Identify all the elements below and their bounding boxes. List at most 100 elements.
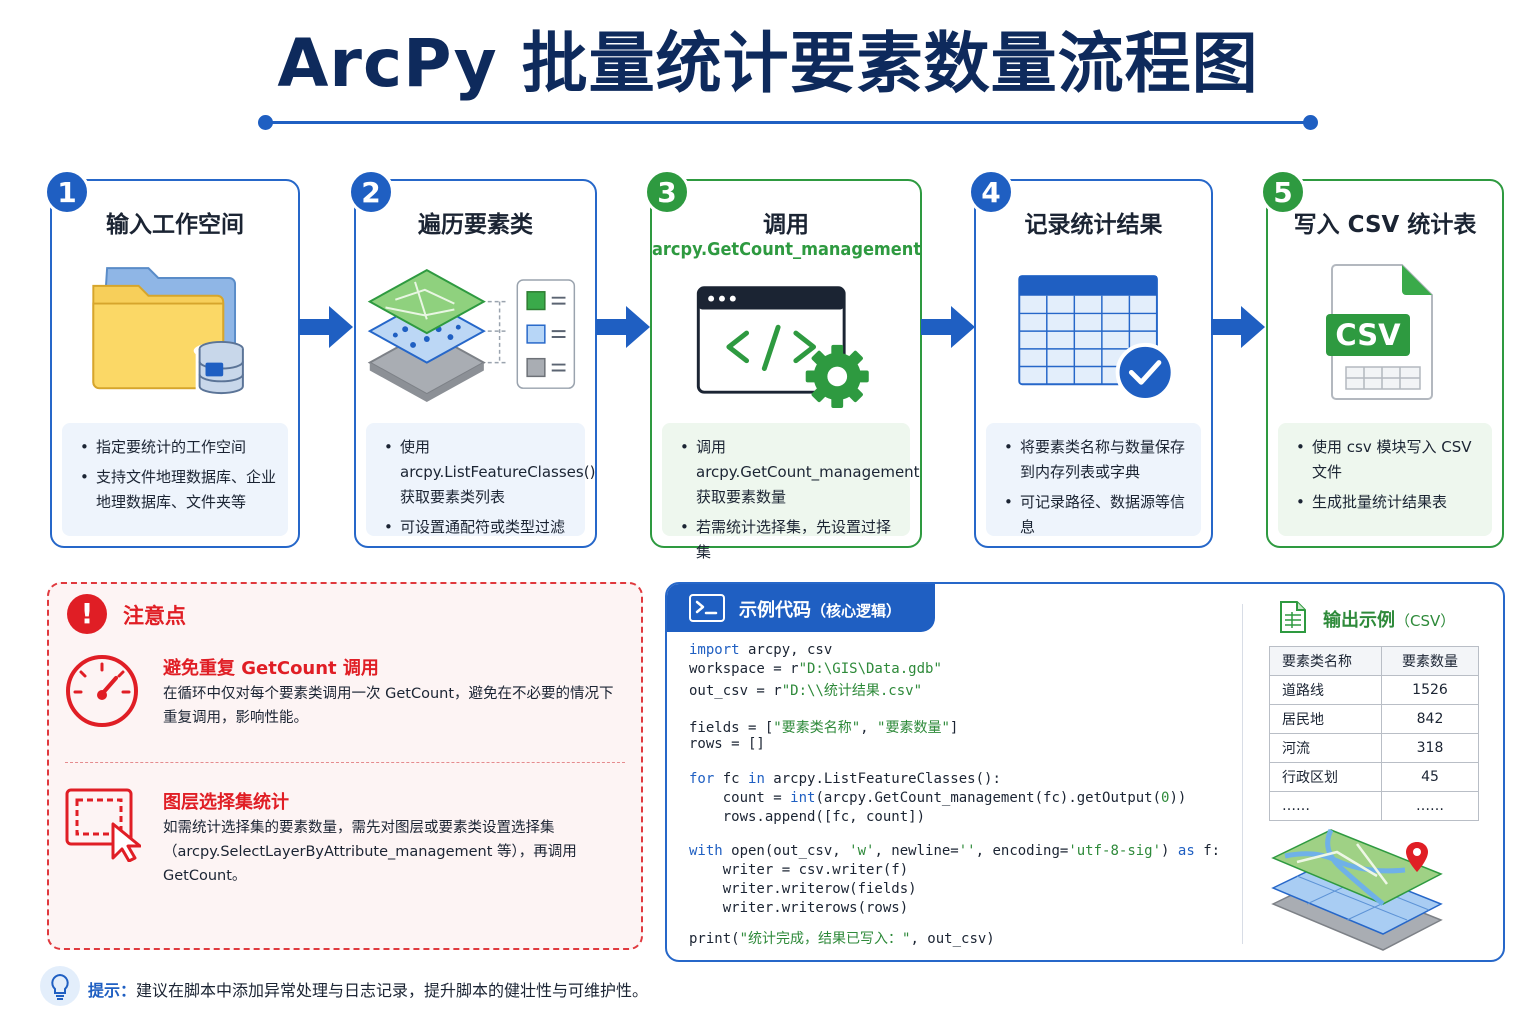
lightbulb-icon (40, 966, 80, 1006)
step-2-bullet-2: 可设置通配符或类型过滤 (378, 515, 573, 540)
code-line-13: print("统计完成，结果已写入：", out_csv) (689, 931, 995, 947)
tip-label: 提示： (88, 981, 137, 1000)
tip-body: 建议在脚本中添加异常处理与日志记录，提升脚本的健壮性与可维护性。 (136, 981, 649, 1000)
step-2-bullet-1: 使用 arcpy.ListFeatureClasses() 获取要素类列表 (378, 435, 595, 510)
table-cell: …… (1381, 791, 1479, 821)
output-col-count: 要素数量 (1381, 646, 1479, 676)
notes-divider (65, 762, 625, 763)
step-bullets-2: 使用 arcpy.ListFeatureClasses() 获取要素类列表 可设… (366, 423, 595, 540)
step-1-bullet-1: 指定要统计的工作空间 (74, 435, 276, 460)
code-line-7: count = int(arcpy.GetCount_management(fc… (689, 790, 1187, 806)
note-title-2: 图层选择集统计 (163, 792, 289, 813)
gauge-icon (66, 655, 138, 727)
code-line-10: writer = csv.writer(f) (689, 862, 909, 878)
code-line-2: workspace = r"D:\GIS\Data.gdb" (689, 661, 942, 677)
output-title-sub: （CSV） (1395, 612, 1456, 630)
notes-panel: ! 注意点 避免重复 GetCount 调用 在循环中仅对每个要素类调用一次 G… (47, 582, 643, 950)
csv-badge-label: CSV (1335, 318, 1401, 352)
code-line-9: with open(out_csv, 'w', newline='', enco… (689, 843, 1221, 859)
table-cell: 318 (1381, 733, 1479, 763)
step-title-5: 写入 CSV 统计表 (1293, 212, 1477, 238)
step-title-3: 调用 (763, 212, 809, 238)
step-bullets-4: 将要素类名称与数量保存到内存列表或字典 可记录路径、数据源等信息 (986, 423, 1201, 536)
table-cell: 行政区划 (1269, 762, 1382, 792)
step-card-4: 4 记录统计结果 将要素类名称与数量保存到内存列表或字典 可记录路径、数据源等信… (968, 169, 1213, 548)
step-card-5: 5 写入 CSV 统计表 CSV 使用 csv 模块写入 CSV 文件 生成批量… (1260, 169, 1504, 548)
flow-arrow-icon (596, 306, 650, 348)
step-number-2: 2 (348, 169, 394, 215)
code-line-8: rows.append([fc, count]) (689, 809, 926, 825)
note-text-1: 在循环中仅对每个要素类调用一次 GetCount，避免在不必要的情况下重复调用，… (163, 686, 614, 726)
note-text-2: 如需统计选择集的要素数量，需先对图层或要素类设置选择集（arcpy.Select… (163, 820, 577, 884)
step-title-4: 记录统计结果 (1024, 212, 1163, 238)
code-window-gear-icon (696, 286, 869, 408)
step-card-3: 3 调用 arcpy.GetCount_management 调用 arcpy.… (644, 169, 922, 561)
step-bullets-5: 使用 csv 模块写入 CSV 文件 生成批量统计结果表 (1278, 423, 1492, 536)
step-bullets-1: 指定要统计的工作空间 支持文件地理数据库、企业地理数据库、文件夹等 (62, 423, 288, 536)
note-title-1: 避免重复 GetCount 调用 (163, 658, 379, 679)
flow-arrow-icon (1211, 306, 1265, 348)
output-title: 输出示例（CSV） (1323, 610, 1456, 631)
output-col-name: 要素类名称 (1269, 646, 1382, 676)
step-card-2: 2 遍历要素类 使用 arcpy.ListFeatureClasses() 获取… (348, 169, 597, 548)
code-tab-label: 示例代码（核心逻辑） (739, 600, 902, 621)
feature-layers-icon (367, 269, 576, 402)
tip-text: 提示：建议在脚本中添加异常处理与日志记录，提升脚本的健壮性与可维护性。 (88, 977, 648, 1001)
code-line-1: import arcpy, csv (689, 642, 833, 658)
step-4-bullet-2: 可记录路径、数据源等信息 (998, 490, 1189, 540)
step-4-bullet-1: 将要素类名称与数量保存到内存列表或字典 (998, 435, 1189, 485)
step-3-bullet-2: 若需统计选择集，先设置过择集 (674, 515, 898, 565)
table-cell: 1526 (1381, 675, 1479, 705)
code-line-3: out_csv = r"D:\\统计结果.csv" (689, 683, 923, 699)
output-table-header: 要素类名称 要素数量 (1269, 646, 1479, 676)
folder-database-icon (92, 267, 249, 397)
table-cell: …… (1269, 791, 1382, 821)
table-check-icon (1018, 275, 1175, 402)
step-number-4: 4 (968, 169, 1014, 215)
map-layers-icon (1271, 828, 1443, 951)
table-cell: 道路线 (1269, 675, 1382, 705)
table-cell: 45 (1381, 762, 1479, 792)
page-title: ArcPy 批量统计要素数量流程图 (277, 25, 1259, 102)
step-title-1: 输入工作空间 (106, 212, 244, 238)
code-tab: 示例代码（核心逻辑） (667, 584, 935, 632)
table-cell: 居民地 (1269, 704, 1382, 734)
table-cell: 842 (1381, 704, 1479, 734)
step-title-2: 遍历要素类 (418, 212, 533, 238)
code-line-11: writer.writerow(fields) (689, 881, 917, 897)
code-panel: 示例代码（核心逻辑） import arcpy, csv workspace =… (665, 582, 1505, 962)
code-tab-sublabel: （核心逻辑） (811, 602, 902, 620)
code-line-6: for fc in arcpy.ListFeatureClasses(): (689, 771, 1001, 787)
step-number-1: 1 (44, 169, 90, 215)
table-cell: 河流 (1269, 733, 1382, 763)
step-5-bullet-1: 使用 csv 模块写入 CSV 文件 (1290, 435, 1480, 485)
csv-file-icon: CSV (1268, 259, 1502, 419)
code-line-5: rows = [] (689, 736, 765, 752)
code-line-4: fields = ["要素类名称", "要素数量"] (689, 720, 959, 736)
flow-arrow-icon (921, 306, 975, 348)
step-3-bullet-1: 调用 arcpy.GetCount_management 获取要素数量 (674, 435, 920, 510)
title-underline (264, 121, 1316, 124)
notes-heading: 注意点 (123, 604, 186, 628)
code-output-divider (1242, 604, 1243, 944)
terminal-icon (689, 594, 725, 622)
code-line-12: writer.writerows(rows) (689, 900, 909, 916)
title-underline-dot-right (1303, 115, 1318, 130)
step-card-1: 1 输入工作空间 指定要统计的工作空间 支持文件地理数据库、企业地理数据库、文件… (44, 169, 300, 548)
step-number-5: 5 (1260, 169, 1306, 215)
step-bullets-3: 调用 arcpy.GetCount_management 获取要素数量 若需统计… (662, 423, 920, 561)
step-5-bullet-2: 生成批量统计结果表 (1290, 490, 1480, 515)
step-number-3: 3 (644, 169, 690, 215)
step-subtitle-3: arcpy.GetCount_management (652, 239, 922, 260)
step-1-bullet-2: 支持文件地理数据库、企业地理数据库、文件夹等 (74, 465, 276, 515)
table-row: ………… (1269, 791, 1479, 821)
spreadsheet-icon (1280, 601, 1306, 633)
selection-icon (65, 788, 141, 862)
warning-icon: ! (67, 594, 107, 634)
title-underline-dot-left (258, 115, 273, 130)
